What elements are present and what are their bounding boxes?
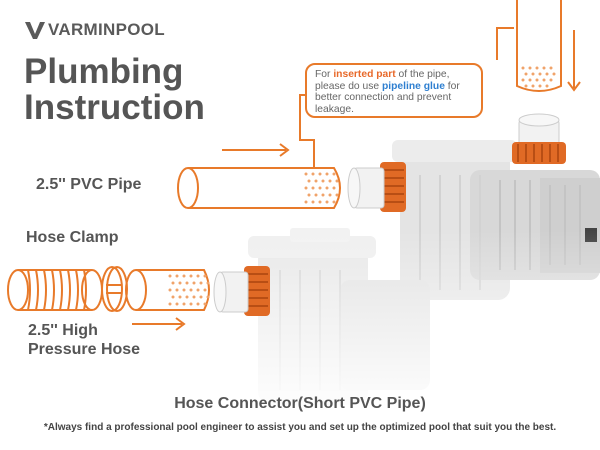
label-hose-line-2: Pressure Hose bbox=[28, 341, 141, 358]
note-highlight-inserted: inserted part bbox=[333, 69, 396, 80]
right-arrow-icon bbox=[222, 143, 290, 157]
down-arrow-icon bbox=[567, 30, 581, 92]
note-text-1: For bbox=[315, 69, 334, 80]
corrugated-hose bbox=[7, 269, 103, 311]
pump-front bbox=[240, 228, 600, 420]
caption-hose-connector: Hose Connector(Short PVC Pipe) bbox=[174, 395, 426, 412]
label-hose-clamp: Hose Clamp bbox=[26, 229, 119, 246]
brand-name: VARMINPOOL bbox=[48, 20, 165, 39]
hose-clamp-ring bbox=[101, 266, 128, 312]
note-text-2: of the pipe, please do use bbox=[315, 69, 450, 92]
hose-connector-pipe bbox=[125, 269, 210, 311]
top-outlet-fitting bbox=[512, 113, 566, 164]
lower-inlet-fitting bbox=[213, 266, 270, 316]
footnote-disclaimer: *Always find a professional pool enginee… bbox=[43, 422, 557, 433]
label-high-pressure-hose: 2.5'' High Pressure Hose bbox=[28, 321, 140, 359]
brand-logo: VARMINPOOL bbox=[24, 20, 165, 40]
logo-icon bbox=[25, 22, 45, 39]
upper-inlet-fitting bbox=[347, 162, 406, 212]
vertical-pvc-pipe bbox=[516, 0, 562, 92]
label-hose-line-1: 2.5'' High bbox=[28, 322, 98, 339]
right-arrow-icon-lower bbox=[132, 317, 186, 331]
note-text-3: for better connection and prevent leakag… bbox=[315, 80, 460, 115]
horizontal-pvc-pipe bbox=[177, 167, 341, 209]
title-line-2: Instruction bbox=[24, 88, 205, 127]
label-pvc-pipe: 2.5'' PVC Pipe bbox=[36, 176, 142, 193]
note-highlight-glue: pipeline glue bbox=[381, 80, 445, 92]
glue-note-callout: For inserted part of the pipe, please do… bbox=[305, 63, 483, 118]
callout-connector bbox=[299, 27, 514, 168]
page-title: Plumbing Instruction bbox=[24, 54, 205, 126]
title-line-1: Plumbing bbox=[24, 52, 184, 91]
